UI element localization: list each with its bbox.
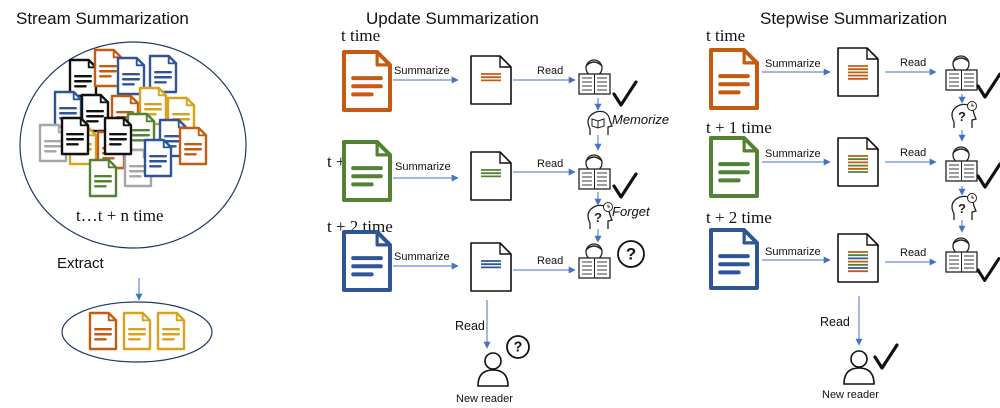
stepwise-time-2: t + 1 time [706, 118, 772, 137]
stepwise-row-1: Summarize Read [762, 57, 937, 76]
svg-text:?: ? [958, 109, 966, 124]
checkmark-icon [976, 72, 1000, 99]
source-document-icon [342, 230, 392, 292]
stream-document-icon [103, 116, 133, 156]
extract-label: Extract [57, 255, 105, 272]
stream-document-icon [68, 58, 98, 98]
stream-document-icon [143, 138, 173, 178]
stream-ellipse [19, 41, 247, 249]
forget-head-icon: ? [951, 101, 977, 128]
stream-document-pile [38, 48, 208, 198]
stream-document-icon [88, 158, 118, 198]
new-reader-icon [843, 350, 875, 385]
new-reader-label: New reader [456, 393, 513, 405]
stream-time-range: t…t + n time [76, 206, 164, 225]
stepwise-time-3: t + 2 time [706, 208, 772, 227]
stepwise-row-3: Summarize Read [762, 246, 937, 266]
summarize-label: Summarize [765, 58, 821, 70]
memorize-head-icon [587, 110, 613, 135]
read-label: Read [820, 315, 850, 329]
read-label: Read [537, 255, 563, 267]
stream-document-icon [60, 116, 90, 156]
stream-document-icon [178, 126, 208, 166]
checkmark-icon [612, 80, 638, 107]
stream-document-icon [116, 56, 146, 96]
summary-document-icon [837, 137, 879, 187]
reader-icon [578, 243, 611, 279]
stream-document-icon [148, 54, 178, 94]
new-reader-label: New reader [822, 389, 879, 401]
summarize-label: Summarize [765, 148, 821, 160]
summary-document-icon [837, 233, 879, 283]
reader-icon [578, 154, 611, 190]
read-label: Read [537, 158, 563, 170]
stepwise-title: Stepwise Summarization [760, 9, 947, 28]
forget-head-icon: ? [951, 193, 977, 220]
source-document-icon [342, 50, 392, 112]
update-title: Update Summarization [366, 9, 539, 28]
checkmark-icon [873, 343, 899, 370]
update-row-1: Summarize Read [393, 65, 576, 84]
stream-title: Stream Summarization [16, 9, 189, 28]
stepwise-row-2: Summarize Read [762, 147, 937, 166]
summarize-label: Summarize [394, 65, 450, 77]
svg-text:?: ? [594, 210, 602, 225]
read-label: Read [900, 147, 926, 159]
update-row-3: Summarize Read [393, 251, 576, 274]
summary-document-icon [470, 55, 512, 105]
checkmark-icon [976, 162, 1000, 189]
reader-icon [945, 55, 978, 91]
extracted-document-icon [122, 311, 152, 351]
question-icon: ? [506, 335, 530, 359]
stream-document-icon [80, 93, 110, 133]
memorize-label: Memorize [612, 112, 669, 127]
source-document-icon [709, 48, 759, 110]
read-label: Read [900, 247, 926, 259]
reader-icon [578, 59, 611, 95]
read-label: Read [900, 57, 926, 69]
source-document-icon [709, 136, 759, 198]
checkmark-icon [612, 172, 638, 199]
svg-text:?: ? [958, 201, 966, 216]
new-reader-icon [477, 352, 509, 387]
question-icon: ? [617, 240, 645, 268]
source-document-icon [342, 140, 392, 202]
stepwise-time-1: t time [706, 26, 745, 45]
summary-document-icon [470, 242, 512, 292]
svg-text:?: ? [626, 244, 636, 263]
summary-document-icon [837, 47, 879, 97]
reader-icon [945, 146, 978, 182]
extracted-document-icon [156, 311, 186, 351]
update-row-2: Summarize Read [393, 158, 576, 182]
read-label: Read [537, 65, 563, 77]
extracted-documents [88, 311, 186, 351]
svg-text:?: ? [514, 340, 523, 356]
forget-head-icon: ? [587, 202, 613, 229]
source-document-icon [709, 228, 759, 290]
summarize-label: Summarize [765, 246, 821, 258]
extracted-document-icon [88, 311, 118, 351]
summarize-label: Summarize [394, 251, 450, 263]
update-time-1: t time [341, 26, 380, 45]
summarize-label: Summarize [395, 161, 451, 173]
forget-label: Forget [612, 204, 651, 219]
read-label: Read [455, 319, 485, 333]
icons-layer: ????? [342, 47, 1000, 387]
summary-document-icon [470, 151, 512, 201]
checkmark-icon [976, 257, 1000, 282]
reader-icon [945, 237, 978, 273]
extracted-ellipse [61, 301, 213, 363]
